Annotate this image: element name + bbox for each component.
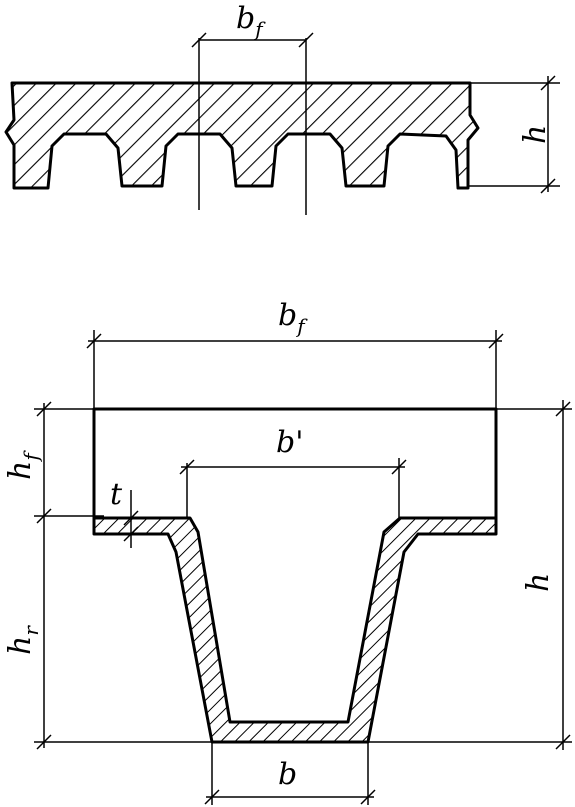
left-shell	[92, 516, 498, 744]
hf-label: hf	[3, 450, 43, 480]
top-h-tick-bottom	[540, 178, 556, 194]
top-bf-tick-left	[191, 32, 207, 48]
ribbed-slab-section: bf h	[4, 1, 560, 215]
top-bf-label: bf	[236, 1, 266, 41]
hr-tick-bottom	[36, 734, 52, 750]
hf-tick-mid	[36, 508, 52, 524]
t-rib-section: bf b' hf hr t	[3, 298, 572, 805]
inner-width-tick-left	[179, 459, 195, 475]
bottom-h-tick-top	[555, 401, 571, 417]
top-h-tick-top	[540, 75, 556, 91]
bottom-bf-label: bf	[278, 298, 308, 338]
t-tick-top	[123, 510, 139, 526]
bottom-bf-tick-left	[86, 333, 102, 349]
bottom-h-tick-bottom	[555, 734, 571, 750]
t-tick-bottom	[123, 526, 139, 542]
inner-width-tick-right	[391, 459, 407, 475]
flange-outline	[92, 407, 498, 520]
top-h-label: h	[518, 125, 553, 144]
top-bf-tick-right	[298, 32, 314, 48]
hr-label: hr	[3, 625, 43, 655]
bottom-bf-tick-right	[488, 333, 504, 349]
inner-width-label: b'	[276, 425, 303, 460]
rib-width-tick-left	[204, 789, 220, 805]
hf-tick-top	[36, 401, 52, 417]
t-label: t	[110, 477, 123, 512]
rib-width-label: b	[278, 757, 297, 792]
ribbed-slab-outline	[4, 81, 480, 190]
rib-width-tick-right	[360, 789, 376, 805]
bottom-h-label: h	[521, 573, 556, 592]
